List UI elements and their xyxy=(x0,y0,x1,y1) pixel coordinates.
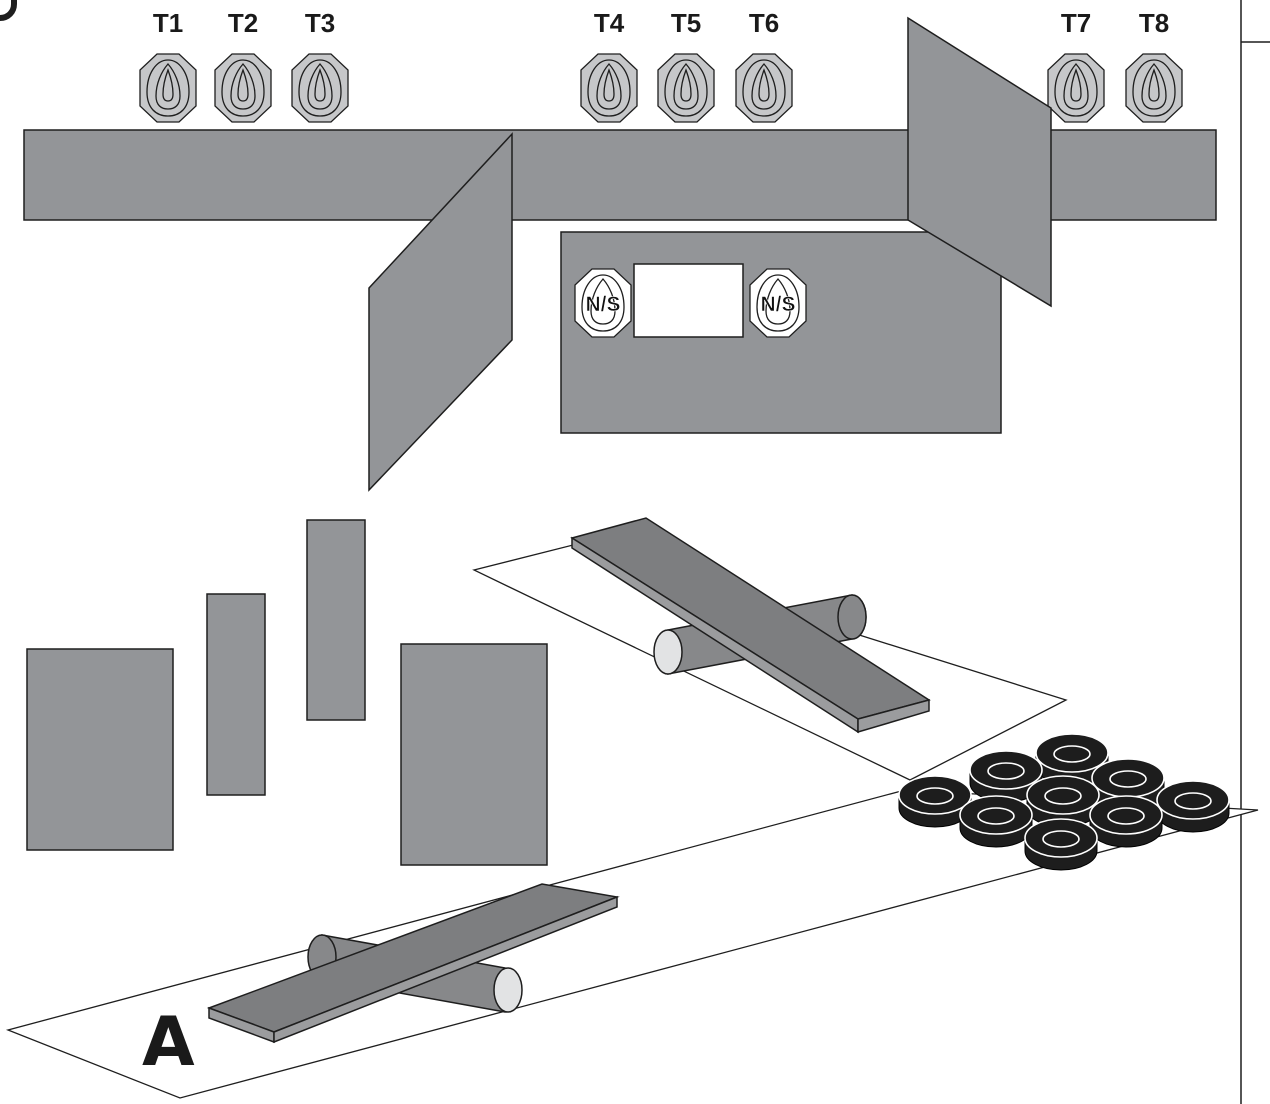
target-t5: T5 xyxy=(657,8,715,123)
target-icon xyxy=(580,53,638,123)
tire xyxy=(959,795,1033,848)
wall-panel-3 xyxy=(306,519,366,721)
tire xyxy=(1024,818,1098,871)
wall-panel-2 xyxy=(206,593,266,796)
target-icon xyxy=(657,53,715,123)
targets-layer: T1 T2 T3 T4 T5 T6 T7 T8 xyxy=(139,8,1183,123)
lower-teeter-totter xyxy=(206,883,620,1044)
wall-panel-4 xyxy=(400,643,548,866)
tire xyxy=(1156,780,1230,833)
no-shoot-target: N/S xyxy=(574,268,632,338)
target-label: T4 xyxy=(594,8,625,38)
right-angled-wall xyxy=(907,16,1052,308)
wall-panel-1 xyxy=(26,648,174,851)
corner-fragment xyxy=(0,0,17,21)
target-t1: T1 xyxy=(139,8,197,123)
target-label: T7 xyxy=(1061,8,1091,38)
no-shoot-label: N/S xyxy=(585,293,620,316)
tire-stack xyxy=(898,733,1230,871)
target-icon xyxy=(735,53,793,123)
barricade-window xyxy=(633,263,744,338)
target-icon xyxy=(1047,53,1105,123)
start-position-label: A xyxy=(142,1003,195,1082)
target-label: T1 xyxy=(153,8,183,38)
target-icon xyxy=(1125,53,1183,123)
target-t3: T3 xyxy=(291,8,349,123)
target-t7: T7 xyxy=(1047,8,1105,123)
target-icon xyxy=(291,53,349,123)
target-t8: T8 xyxy=(1125,8,1183,123)
tire xyxy=(1026,775,1100,828)
tire xyxy=(898,775,972,828)
target-label: T3 xyxy=(305,8,335,38)
left-angled-wall xyxy=(368,132,513,492)
target-t6: T6 xyxy=(735,8,793,123)
target-icon xyxy=(214,53,272,123)
target-label: T6 xyxy=(749,8,779,38)
target-label: T2 xyxy=(228,8,258,38)
no-shoot-layer: N/S N/S xyxy=(574,268,807,338)
tire xyxy=(969,750,1043,803)
target-label: T5 xyxy=(671,8,701,38)
tire xyxy=(1089,795,1163,848)
upper-teeter-totter xyxy=(570,517,931,734)
target-t4: T4 xyxy=(580,8,638,123)
no-shoot-target: N/S xyxy=(749,268,807,338)
target-label: T8 xyxy=(1139,8,1169,38)
target-icon xyxy=(139,53,197,123)
no-shoot-label: N/S xyxy=(760,293,795,316)
target-t2: T2 xyxy=(214,8,272,123)
